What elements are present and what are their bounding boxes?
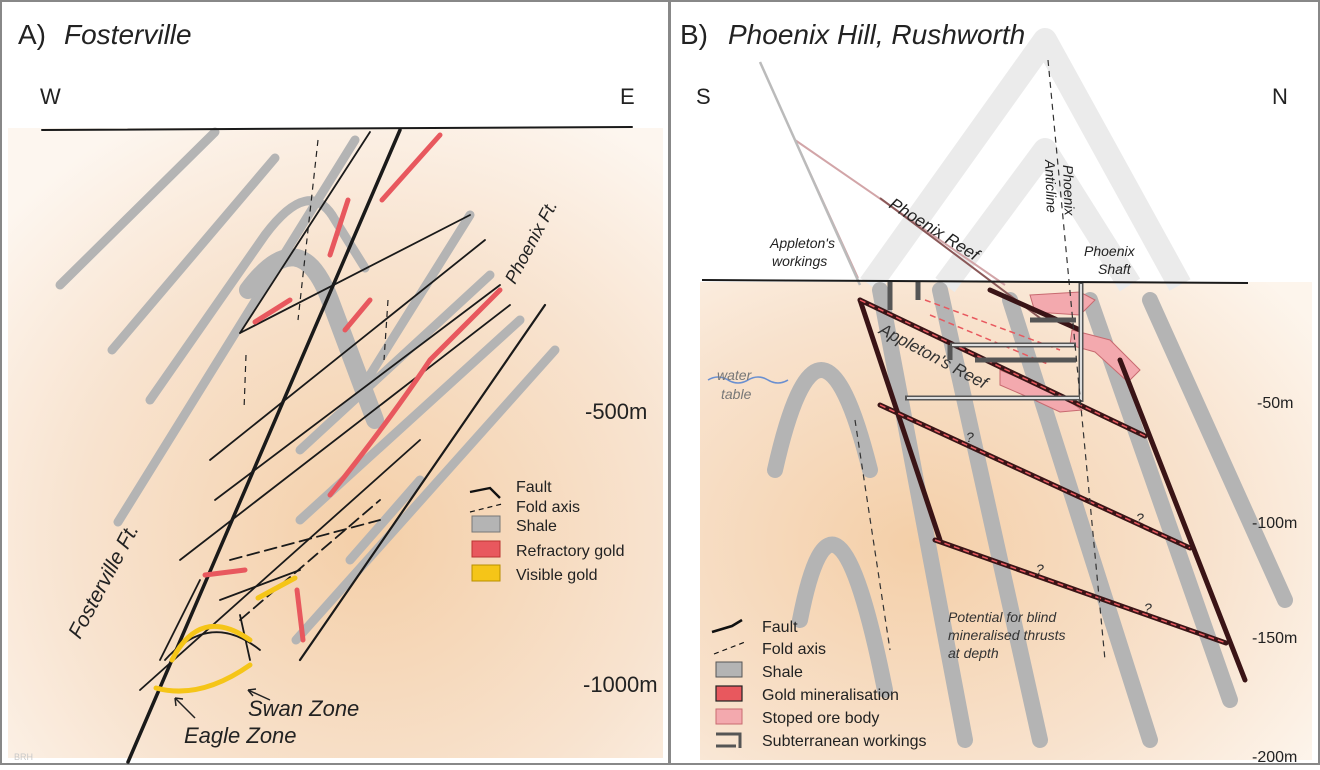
legend-refractory-swatch xyxy=(471,540,501,558)
question-mark-1: ? xyxy=(966,429,974,445)
question-mark-4: ? xyxy=(1144,600,1152,616)
credit-mark: BRH xyxy=(14,752,33,762)
visible-gold xyxy=(153,575,298,694)
phoenix-anticline-label-2: Anticline xyxy=(1042,159,1060,214)
legend-b-gold-mineralisation: Gold mineralisation xyxy=(762,687,899,704)
legend-visible-swatch xyxy=(471,564,501,582)
question-mark-3: ? xyxy=(1036,561,1044,577)
legend-b-stoped-swatch xyxy=(715,708,743,725)
swan-zone-label: Swan Zone xyxy=(248,696,359,721)
depth-500m: -500m xyxy=(585,399,647,424)
phoenix-shaft-label-1: Phoenix xyxy=(1084,243,1136,259)
panel-b-fold-axes xyxy=(854,59,1106,661)
question-mark-2: ? xyxy=(1136,510,1144,526)
legend-shale-swatch xyxy=(471,515,501,533)
shale-folds xyxy=(767,282,1293,748)
south-label: S xyxy=(696,84,711,109)
legend-refractory-gold: Refractory gold xyxy=(516,543,625,560)
panel-b-letter: B) xyxy=(680,19,708,50)
depth-150m: -150m xyxy=(1252,630,1297,647)
depth-200m: -200m xyxy=(1252,749,1297,765)
panel-b: B) Phoenix Hill, Rushworth S N xyxy=(669,0,1320,766)
east-label: E xyxy=(620,84,635,109)
legend-b-shale: Shale xyxy=(762,664,803,681)
north-label: N xyxy=(1272,84,1288,109)
depth-100m: -100m xyxy=(1252,515,1297,532)
eagle-zone-label: Eagle Zone xyxy=(184,723,297,748)
phoenix-anticline-label-1: Phoenix xyxy=(1060,165,1078,217)
panel-a-title: Fosterville xyxy=(64,19,192,50)
depth-1000m: -1000m xyxy=(583,672,658,697)
legend-b-workings-symbol xyxy=(716,732,742,748)
legend-fold-axis-symbol xyxy=(469,503,503,513)
zone-arrows xyxy=(174,688,271,719)
legend-b-shale-swatch xyxy=(715,661,743,678)
legend-fold-axis: Fold axis xyxy=(516,499,580,516)
workings-inner xyxy=(907,284,1082,400)
water-table-line xyxy=(707,376,789,384)
potential-label-1: Potential for blind xyxy=(948,609,1057,625)
west-label: W xyxy=(40,84,61,109)
water-table-label-2: table xyxy=(721,386,752,402)
ground-surface xyxy=(701,279,1249,284)
gold-thrust-highlights xyxy=(859,299,1227,644)
phoenix-shaft-label-2: Shaft xyxy=(1098,261,1132,277)
legend-b-subterranean-workings: Subterranean workings xyxy=(762,733,927,750)
potential-label-3: at depth xyxy=(948,645,999,661)
legend-fault-symbol xyxy=(469,486,501,499)
depth-50m: -50m xyxy=(1257,395,1293,412)
appletons-workings-label-2: workings xyxy=(772,253,827,269)
legend-b-fold-axis: Fold axis xyxy=(762,641,826,658)
legend-fault: Fault xyxy=(516,479,552,496)
fold-axes xyxy=(243,139,389,411)
water-table-label-1: water xyxy=(717,367,753,383)
faults xyxy=(41,126,633,764)
potential-label-2: mineralised thrusts xyxy=(948,627,1066,643)
legend-visible-gold: Visible gold xyxy=(516,567,598,584)
legend-b-fold-axis-symbol xyxy=(713,641,746,655)
panel-a-legend: Fault Fold axis Shale Refractory gold Vi… xyxy=(469,479,625,584)
appletons-workings-label-1: Appleton's xyxy=(769,235,835,251)
eroded-anticline xyxy=(860,28,1191,293)
panel-b-title: Phoenix Hill, Rushworth xyxy=(728,19,1025,50)
panel-a-letter: A) xyxy=(18,19,46,50)
legend-shale: Shale xyxy=(516,518,557,535)
legend-b-stoped-ore: Stoped ore body xyxy=(762,710,879,727)
panel-a: A) Fosterville W E xyxy=(0,0,670,765)
legend-b-gold-swatch xyxy=(715,685,743,702)
legend-b-fault: Fault xyxy=(762,619,798,636)
panel-b-legend: Fault Fold axis Shale Gold mineralisatio… xyxy=(711,618,927,750)
shale-thick-bed xyxy=(239,248,384,429)
legend-b-fault-symbol xyxy=(711,618,743,634)
refractory-gold xyxy=(202,132,503,643)
